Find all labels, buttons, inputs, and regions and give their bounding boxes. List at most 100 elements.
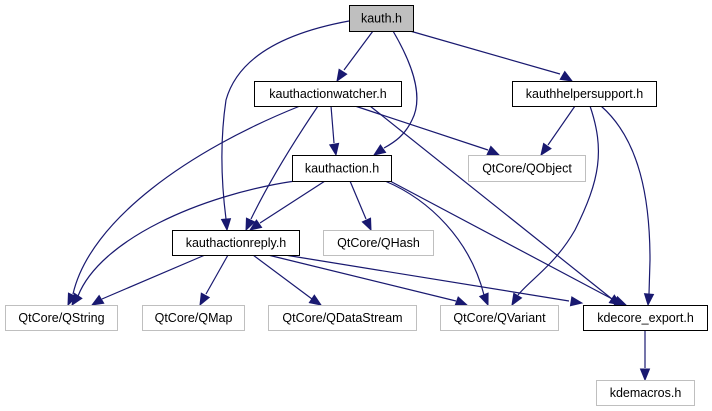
edge-line <box>389 180 617 302</box>
arrowhead-icon <box>372 144 387 156</box>
edge-kauth-to-kauthactionreply <box>220 20 350 232</box>
edge-kauthaction-to-qstring <box>71 180 296 307</box>
edge-line <box>252 254 313 300</box>
arrowhead-icon <box>220 218 232 232</box>
arrowhead-icon <box>486 145 501 156</box>
arrowhead-icon <box>454 296 469 306</box>
node-qstring: QtCore/QString <box>5 305 118 331</box>
node-box <box>254 81 402 107</box>
edge-kauthactionwatcher-to-kauthactionreply <box>245 105 319 232</box>
edge-line <box>259 180 326 224</box>
arrowhead-icon <box>643 293 655 307</box>
node-kauth[interactable]: kauth.h <box>349 5 414 32</box>
node-qdatastream: QtCore/QDataStream <box>268 305 417 331</box>
node-label: kauthactionreply.h <box>186 236 287 250</box>
edge-line <box>409 30 561 75</box>
edge-kauthactionreply-to-qmap <box>199 254 229 307</box>
edge-kauthhelpersupport-to-qvariant <box>511 105 599 307</box>
arrowhead-icon <box>639 368 651 382</box>
edge-kauthaction-to-kauthactionreply <box>248 180 326 231</box>
node-label: kauth.h <box>361 12 402 26</box>
node-label: kdecore_export.h <box>597 311 694 325</box>
node-kauthhelpersupport[interactable]: kauthhelpersupport.h <box>512 81 657 107</box>
arrowhead-icon <box>248 219 263 231</box>
node-qvariant: QtCore/QVariant <box>440 305 559 331</box>
edge-line <box>267 254 457 302</box>
node-box <box>349 5 414 32</box>
edge-line <box>369 105 613 300</box>
nodes-layer: kauth.h kauthactionwatcher.h kauthhelpersu… <box>5 5 708 406</box>
node-kauthactionwatcher[interactable]: kauthactionwatcher.h <box>254 81 402 107</box>
node-label: QtCore/QMap <box>155 311 233 325</box>
edge-kauthactionreply-to-qstring <box>90 254 206 306</box>
node-box <box>440 305 559 331</box>
edge-kauthhelpersupport-to-kdecore_export <box>600 105 655 307</box>
edge-kdecore_export-to-kdemacros <box>639 330 651 382</box>
arrowhead-icon <box>245 217 256 232</box>
arrowhead-icon <box>336 68 348 83</box>
edges-layer <box>67 20 655 382</box>
node-box <box>583 305 708 331</box>
edge-line <box>383 30 418 149</box>
node-box <box>142 305 245 331</box>
node-qhash: QtCore/QHash <box>323 230 434 256</box>
edge-line <box>343 30 374 71</box>
edge-line <box>221 20 350 220</box>
node-box <box>172 230 300 256</box>
node-box <box>512 81 657 107</box>
node-box <box>596 380 695 406</box>
node-label: QtCore/QHash <box>337 236 420 250</box>
edge-kauth-to-kauthaction <box>372 30 418 156</box>
node-box <box>5 305 118 331</box>
arrowhead-icon <box>308 294 323 306</box>
edge-line <box>600 105 651 295</box>
edge-kauthhelpersupport-to-qobject <box>540 105 576 157</box>
node-kdecore_export[interactable]: kdecore_export.h <box>583 305 708 331</box>
edge-kauthactionwatcher-to-kauthaction <box>328 105 340 157</box>
edge-line <box>101 254 206 300</box>
edge-line <box>330 105 335 144</box>
edge-kauth-to-kauthhelpersupport <box>409 30 574 82</box>
node-label: kauthaction.h <box>305 162 379 176</box>
edge-line <box>72 105 301 295</box>
node-label: QtCore/QString <box>18 311 104 325</box>
edge-line <box>384 180 485 296</box>
node-label: QtCore/QObject <box>482 162 572 176</box>
node-label: QtCore/QVariant <box>453 311 546 325</box>
node-qmap: QtCore/QMap <box>142 305 245 331</box>
edge-line <box>205 254 229 295</box>
edge-kauth-to-kauthactionwatcher <box>336 30 374 83</box>
edge-line <box>77 180 296 297</box>
node-qobject: QtCore/QObject <box>468 155 586 182</box>
node-box <box>468 155 586 182</box>
edge-line <box>349 180 367 220</box>
arrowhead-icon <box>559 70 574 82</box>
node-kdemacros: kdemacros.h <box>596 380 695 406</box>
edge-kauthactionreply-to-qdatastream <box>252 254 323 306</box>
node-label: QtCore/QDataStream <box>282 311 402 325</box>
node-label: kdemacros.h <box>610 386 682 400</box>
arrowhead-icon <box>361 217 372 232</box>
node-box <box>323 230 434 256</box>
arrowhead-icon <box>199 292 211 307</box>
node-label: kauthhelpersupport.h <box>526 87 643 101</box>
edge-kauthactionreply-to-kdecore_export <box>284 254 584 307</box>
edge-line <box>284 254 570 302</box>
node-kauthactionreply[interactable]: kauthactionreply.h <box>172 230 300 256</box>
edge-kauthactionwatcher-to-qobject <box>354 105 501 156</box>
edge-line <box>250 105 319 220</box>
node-box <box>268 305 417 331</box>
edge-kauthaction-to-qvariant <box>384 180 489 307</box>
edge-kauthaction-to-qhash <box>349 180 372 232</box>
node-label: kauthactionwatcher.h <box>269 87 386 101</box>
arrowhead-icon <box>71 292 83 307</box>
edge-line <box>517 105 599 296</box>
node-kauthaction[interactable]: kauthaction.h <box>292 155 392 182</box>
edge-kauthactionwatcher-to-qstring <box>67 105 301 307</box>
arrowhead-icon <box>569 296 584 307</box>
edge-line <box>547 105 576 146</box>
arrowhead-icon <box>90 294 105 306</box>
arrowhead-icon <box>478 292 489 307</box>
arrowhead-icon <box>540 142 552 157</box>
